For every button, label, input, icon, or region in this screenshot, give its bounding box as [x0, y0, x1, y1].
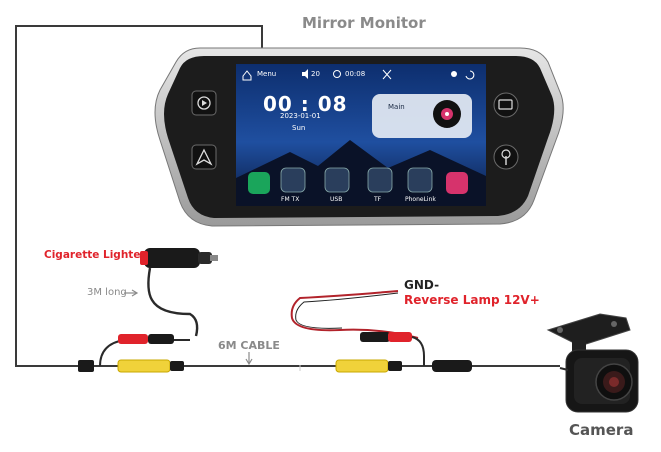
- brightness-icon[interactable]: [451, 71, 457, 77]
- mirror-monitor-title: Mirror Monitor: [302, 14, 426, 32]
- home-icon[interactable]: [242, 70, 252, 81]
- app-dock: [248, 167, 468, 194]
- tf-label: TF: [374, 196, 382, 203]
- cigarette-lighter-plug: [140, 248, 218, 337]
- six-m-cable-label: 6M CABLE: [218, 339, 280, 352]
- music-disc-icon: [433, 100, 461, 128]
- usb-label: USB: [330, 196, 343, 203]
- menu-label[interactable]: Menu: [257, 70, 277, 78]
- clock-icon: [333, 70, 341, 78]
- cigarette-lighter-label: Cigarette Lighter: [44, 249, 146, 261]
- phonelink-label: PhoneLink: [405, 196, 436, 203]
- backup-camera: [546, 313, 639, 413]
- screen-switch-button[interactable]: [493, 92, 519, 118]
- radio-tower-icon[interactable]: [280, 167, 306, 193]
- usb-icon[interactable]: [324, 167, 350, 193]
- volume-value: 20: [311, 70, 320, 78]
- power-junction: [78, 334, 190, 373]
- fm-tx-label: FM TX: [281, 196, 300, 203]
- no-signal-icon: [382, 69, 392, 80]
- reverse-lamp-wires: [290, 290, 472, 373]
- music-app-icon[interactable]: [446, 172, 468, 194]
- main-widget-label: Main: [388, 103, 405, 111]
- carplay-button[interactable]: [191, 90, 217, 116]
- camera-label: Camera: [569, 421, 634, 439]
- gnd-label: GND-: [404, 278, 440, 292]
- three-m-label: 3M long: [87, 287, 127, 298]
- phone-app-icon[interactable]: [248, 172, 270, 194]
- touch-button[interactable]: [493, 144, 519, 170]
- status-time: 00:08: [345, 70, 366, 78]
- phone-link-icon[interactable]: [407, 167, 433, 193]
- mirror-monitor: [154, 47, 564, 227]
- day-display: Sun: [292, 124, 306, 132]
- clock-display: 00 : 08: [263, 92, 348, 116]
- date-display: 2023-01-01: [280, 112, 321, 120]
- sd-card-icon[interactable]: [367, 167, 393, 193]
- reverse-lamp-label: Reverse Lamp 12V+: [404, 293, 540, 307]
- android-auto-button[interactable]: [191, 144, 217, 170]
- back-icon[interactable]: [465, 70, 475, 80]
- volume-icon: [302, 69, 308, 79]
